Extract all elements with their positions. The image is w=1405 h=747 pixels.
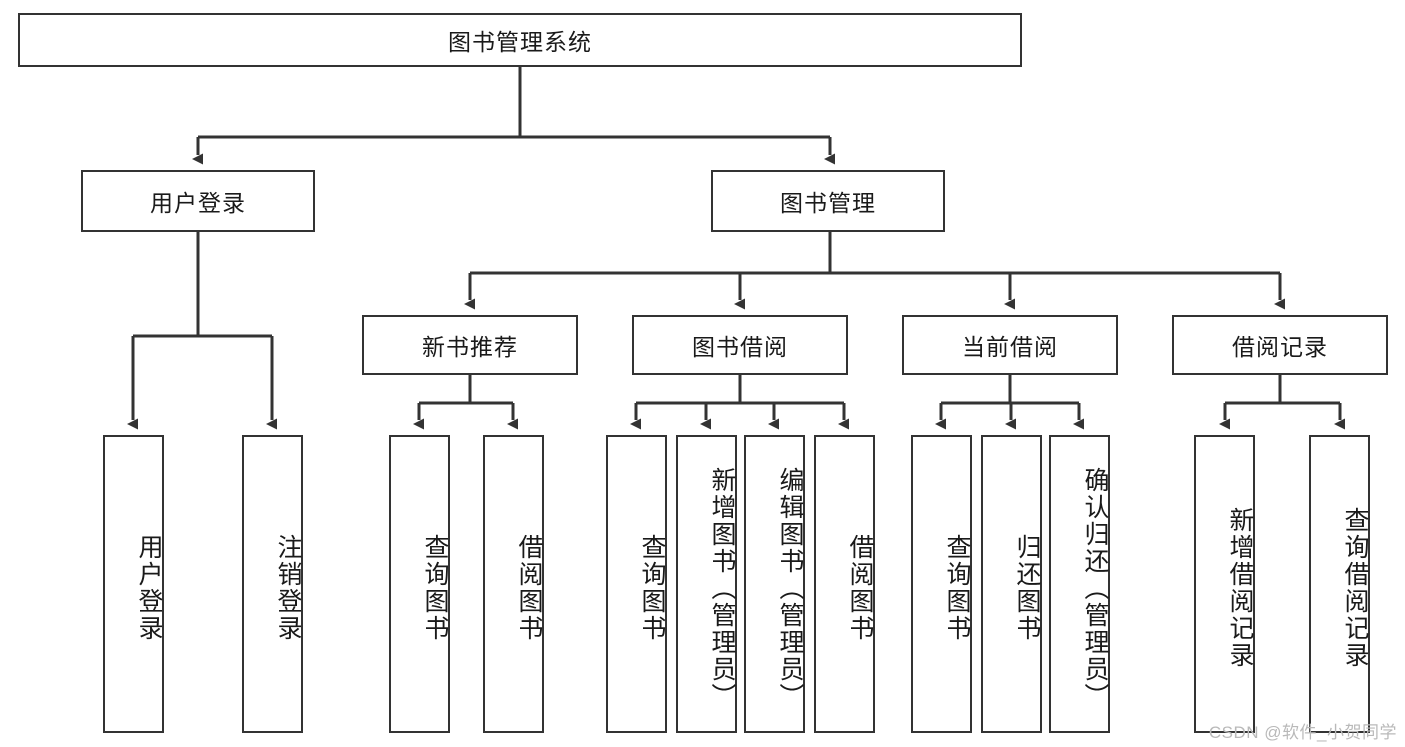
leaf-edit-book-label: 编辑图书（管理员） <box>776 466 804 710</box>
node-borrow-record[interactable]: 借阅记录 <box>1172 315 1388 375</box>
leaf-confirm-return[interactable]: 确认归还（管理员） <box>1049 435 1110 733</box>
leaf-borrow-book-1[interactable]: 借阅图书 <box>483 435 544 733</box>
leaf-add-book-label: 新增图书（管理员） <box>708 466 736 710</box>
leaf-edit-book[interactable]: 编辑图书（管理员） <box>744 435 805 733</box>
leaf-query-record-label: 查询借阅记录 <box>1341 507 1369 669</box>
leaf-add-record-label: 新增借阅记录 <box>1226 507 1254 669</box>
leaf-return-book[interactable]: 归还图书 <box>981 435 1042 733</box>
leaf-borrow-book-1-label: 借阅图书 <box>515 534 543 642</box>
leaf-confirm-return-label: 确认归还（管理员） <box>1081 466 1109 710</box>
node-user-login[interactable]: 用户登录 <box>81 170 315 232</box>
leaf-query-book-3-label: 查询图书 <box>943 534 971 642</box>
leaf-query-book-3[interactable]: 查询图书 <box>911 435 972 733</box>
leaf-add-record[interactable]: 新增借阅记录 <box>1194 435 1255 733</box>
leaf-user-login-label: 用户登录 <box>135 534 163 642</box>
node-root[interactable]: 图书管理系统 <box>18 13 1022 67</box>
node-book-management-label: 图书管理 <box>780 190 876 216</box>
leaf-user-login[interactable]: 用户登录 <box>103 435 164 733</box>
node-current-borrow[interactable]: 当前借阅 <box>902 315 1118 375</box>
leaf-borrow-book-2-label: 借阅图书 <box>846 534 874 642</box>
leaf-query-book-2[interactable]: 查询图书 <box>606 435 667 733</box>
node-current-borrow-label: 当前借阅 <box>962 334 1058 360</box>
leaf-query-book-2-label: 查询图书 <box>638 534 666 642</box>
leaf-logout-label: 注销登录 <box>274 534 302 642</box>
leaf-add-book[interactable]: 新增图书（管理员） <box>676 435 737 733</box>
node-new-book-recommend-label: 新书推荐 <box>422 334 518 360</box>
node-user-login-label: 用户登录 <box>150 190 246 216</box>
leaf-borrow-book-2[interactable]: 借阅图书 <box>814 435 875 733</box>
node-book-borrow-label: 图书借阅 <box>692 334 788 360</box>
node-borrow-record-label: 借阅记录 <box>1232 334 1328 360</box>
leaf-query-book-1-label: 查询图书 <box>421 534 449 642</box>
connectors <box>127 67 1345 430</box>
leaf-query-book-1[interactable]: 查询图书 <box>389 435 450 733</box>
leaf-logout[interactable]: 注销登录 <box>242 435 303 733</box>
node-root-label: 图书管理系统 <box>448 29 592 55</box>
node-book-borrow[interactable]: 图书借阅 <box>632 315 848 375</box>
leaf-query-record[interactable]: 查询借阅记录 <box>1309 435 1370 733</box>
leaf-return-book-label: 归还图书 <box>1013 534 1041 642</box>
node-new-book-recommend[interactable]: 新书推荐 <box>362 315 578 375</box>
node-book-management[interactable]: 图书管理 <box>711 170 945 232</box>
